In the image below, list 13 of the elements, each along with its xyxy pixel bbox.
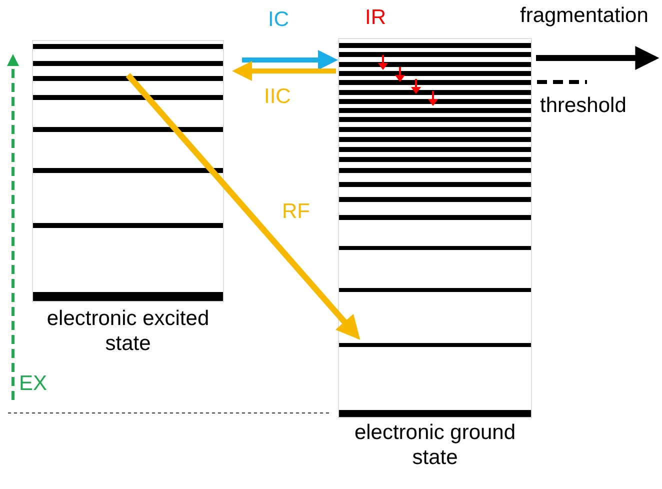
arrow: [536, 46, 660, 70]
arrow: [242, 50, 338, 70]
arrow: [126, 73, 360, 340]
edge-label: fragmentation: [520, 4, 648, 28]
state-label: electronic excited state: [46, 306, 210, 356]
process-label: IR: [365, 6, 386, 30]
edge-label: RF: [282, 200, 310, 224]
process-label: EX: [19, 372, 48, 396]
legend-label: threshold: [540, 94, 626, 118]
state-label: electronic ground state: [353, 420, 517, 470]
arrow: [232, 61, 336, 81]
edge-label: IC: [268, 8, 289, 32]
edge-label: IIC: [264, 85, 291, 109]
